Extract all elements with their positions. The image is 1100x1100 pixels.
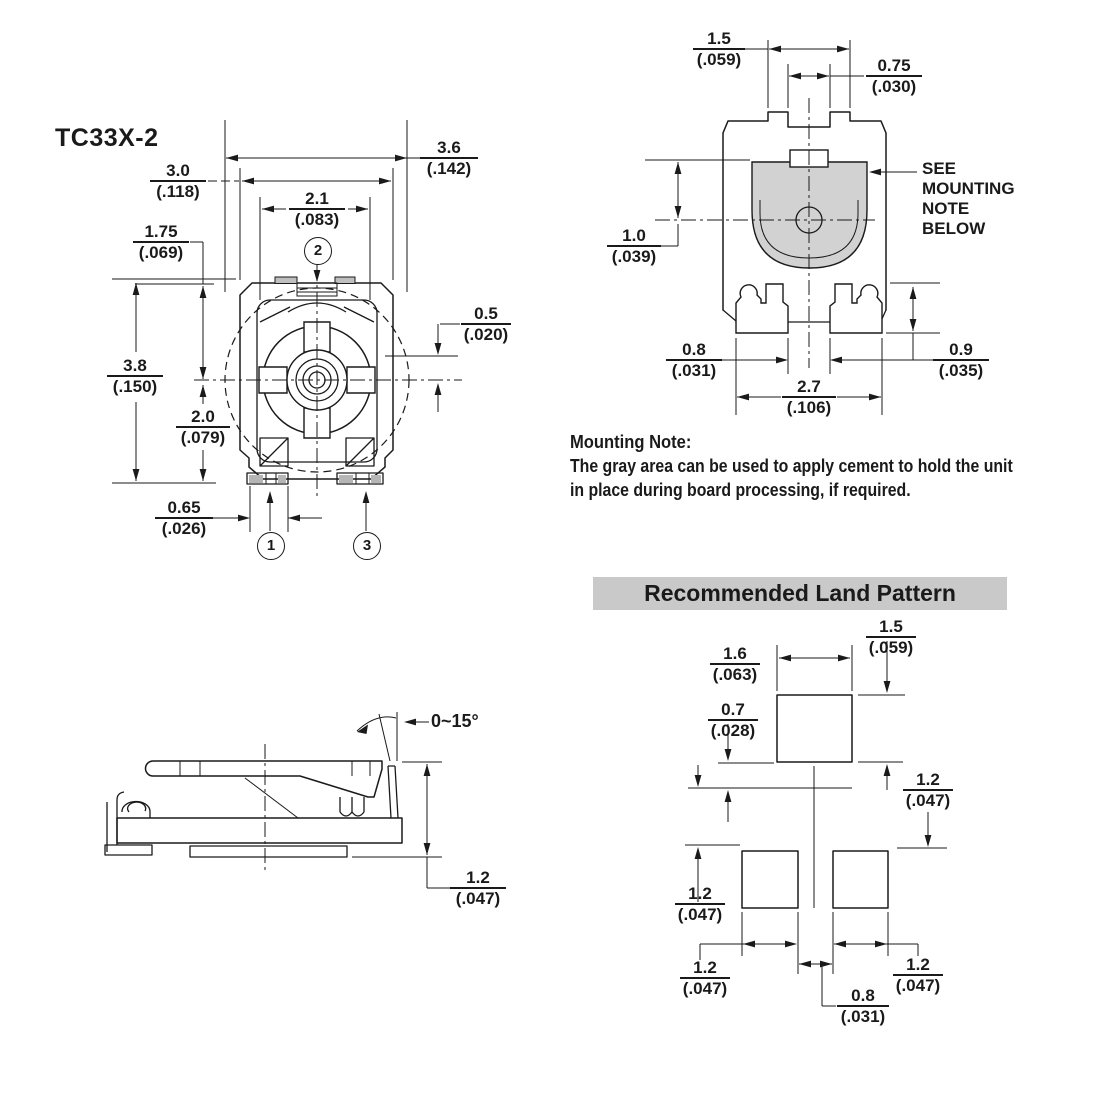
dim-right-pad-width: 1.2 (.047) [893, 956, 943, 995]
dim-upper-height: 1.75 (.069) [133, 223, 189, 262]
side-view-drawing [104, 712, 452, 889]
bottom-right-pad [832, 850, 889, 909]
body-outline [239, 282, 394, 480]
front-view-centerlines [655, 98, 875, 368]
front-view-extension-lines [645, 40, 940, 415]
dim-pad-width: 0.65 (.026) [155, 499, 213, 538]
part-number-title: TC33X-2 [55, 124, 159, 152]
terminal-3-badge: 3 [353, 532, 381, 560]
land-pattern-drawing [685, 641, 947, 1007]
dim-top-clearance: 0.7 (.028) [708, 701, 758, 740]
dim-left-pad-width: 1.2 (.047) [680, 959, 730, 998]
dim-edge-offset: 0.5 (.020) [461, 305, 511, 344]
dim-foot-span: 2.7 (.106) [782, 378, 836, 417]
dim-top-pad-width: 1.6 (.063) [710, 645, 760, 684]
contact-fingers [339, 797, 365, 817]
dim-slot-outer: 1.5 (.059) [693, 30, 745, 69]
corner-clamps [259, 437, 375, 467]
front-view-dimension-lines [661, 48, 933, 398]
dim-slot-inner: 0.75 (.030) [866, 57, 922, 96]
top-pad [776, 694, 853, 763]
left-foot-terminal [735, 283, 789, 334]
angle-reference-lines [356, 712, 429, 762]
top-tab-right [334, 276, 356, 284]
left-terminal-curl [106, 791, 151, 852]
terminal-2-badge: 2 [304, 237, 332, 265]
dim-foot-height: 0.9 (.035) [933, 341, 989, 380]
bottom-left-pad [741, 850, 799, 909]
dim-side-height: 1.2 (.047) [450, 869, 506, 908]
dim-left-clearance: 1.2 (.047) [675, 885, 725, 924]
dim-right-clearance: 1.2 (.047) [903, 771, 953, 810]
land-pattern-header: Recommended Land Pattern [593, 577, 1007, 610]
dim-pad-gap: 0.8 (.031) [837, 987, 889, 1026]
dim-slot-width: 2.1 (.083) [289, 190, 345, 229]
dim-total-height: 3.8 (.150) [107, 357, 163, 396]
dim-cement-depth: 1.0 (.039) [607, 227, 661, 266]
dim-rotor-od: 3.6 (.142) [420, 139, 478, 178]
metal-cover [144, 760, 383, 798]
top-view-centerlines [194, 266, 462, 496]
body-slab [116, 817, 403, 844]
top-view-drawing [112, 120, 462, 532]
dim-in: (.142) [426, 159, 472, 178]
bottom-terminal-pads [265, 473, 370, 484]
dim-body-width: 3.0 (.118) [150, 162, 206, 201]
top-view-extension-lines [112, 120, 458, 532]
dim-lower-height: 2.0 (.079) [176, 408, 230, 447]
bottom-plate [189, 845, 348, 858]
dim-foot-gap: 0.8 (.031) [666, 341, 722, 380]
cover-details [179, 761, 371, 819]
upright-terminal-pin [387, 765, 399, 819]
front-view-drawing [645, 40, 940, 415]
mounting-note-line1: The gray area can be used to apply cemen… [570, 456, 1013, 476]
left-foot-pad [104, 844, 153, 856]
dim-mm: 3.6 [420, 139, 478, 159]
tilt-angle-label: 0~15° [431, 711, 479, 731]
land-pattern-reference-lines [688, 766, 852, 908]
mounting-note-heading: Mounting Note: [570, 432, 692, 452]
see-mounting-note-callout: SEE MOUNTING NOTE BELOW [922, 159, 1015, 238]
land-pattern-extension-lines [685, 645, 947, 974]
mounting-note-line2: in place during board processing, if req… [570, 480, 911, 500]
right-foot-terminal [829, 283, 883, 334]
side-view-dimension-lines [352, 761, 452, 889]
terminal-1-badge: 1 [257, 532, 285, 560]
dim-top-pad-height: 1.5 (.059) [866, 618, 916, 657]
top-tab-left [274, 276, 298, 284]
